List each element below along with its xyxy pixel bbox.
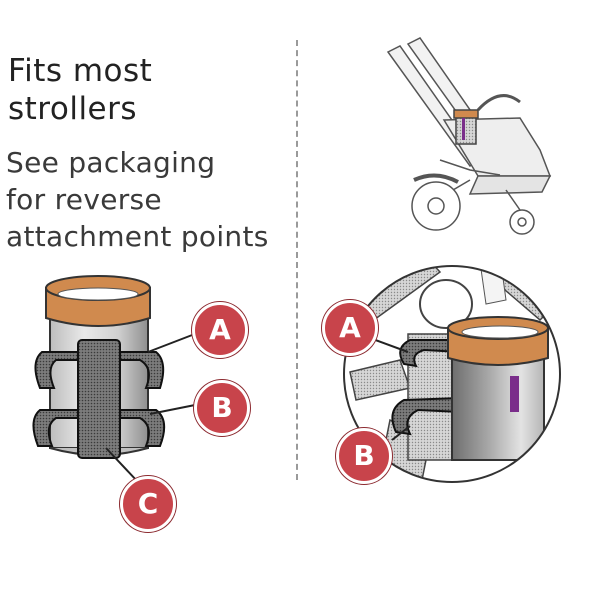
leader-line-a <box>147 331 201 353</box>
cup-holder-illustration <box>32 275 201 483</box>
subtext: See packaging for reverse attachment poi… <box>6 144 296 255</box>
dashed-divider <box>296 40 298 480</box>
stroller-rear-hub <box>427 197 445 215</box>
leader-line-b <box>149 403 201 415</box>
callout-a-left: A <box>192 302 248 358</box>
leader-line-c <box>105 447 139 483</box>
callout-b-left: B <box>194 380 250 436</box>
subtext-line-3: attachment points <box>6 220 269 253</box>
stroller-cup-accent <box>462 118 465 140</box>
detail-cup-accent <box>510 376 519 412</box>
stroller-frame <box>439 159 501 176</box>
heading-line-2: strollers <box>8 91 138 127</box>
subtext-line-1: See packaging <box>6 146 216 179</box>
callout-c-left: C <box>120 476 176 532</box>
cup-opening <box>57 287 139 301</box>
stroller-illustration <box>386 37 552 235</box>
callout-b-right: B <box>336 428 392 484</box>
stroller-rear-wheel <box>411 181 461 231</box>
detail-strap-b <box>391 396 461 436</box>
stroller-front-hub <box>517 217 527 227</box>
strap-c <box>77 339 121 459</box>
subtext-line-2: for reverse <box>6 183 162 216</box>
heading-line-1: Fits most <box>8 53 153 89</box>
stroller-cup-rim <box>453 109 479 119</box>
detail-leader-b <box>391 425 411 441</box>
stroller-wheel-guard <box>413 173 459 184</box>
stroller-bumper <box>476 94 521 112</box>
detail-leader-a <box>369 337 409 353</box>
frame-post-top <box>419 279 473 329</box>
stroller-front-wheel <box>509 209 535 235</box>
detail-circle-outline <box>343 265 561 483</box>
detail-strap-a <box>399 339 461 368</box>
stroller-leg-front <box>505 189 521 211</box>
stroller-seat-base <box>468 175 552 195</box>
attachment-detail <box>343 265 561 483</box>
callout-a-right: A <box>322 300 378 356</box>
heading: Fits most strollers <box>8 52 152 128</box>
detail-cup-opening <box>461 325 539 339</box>
